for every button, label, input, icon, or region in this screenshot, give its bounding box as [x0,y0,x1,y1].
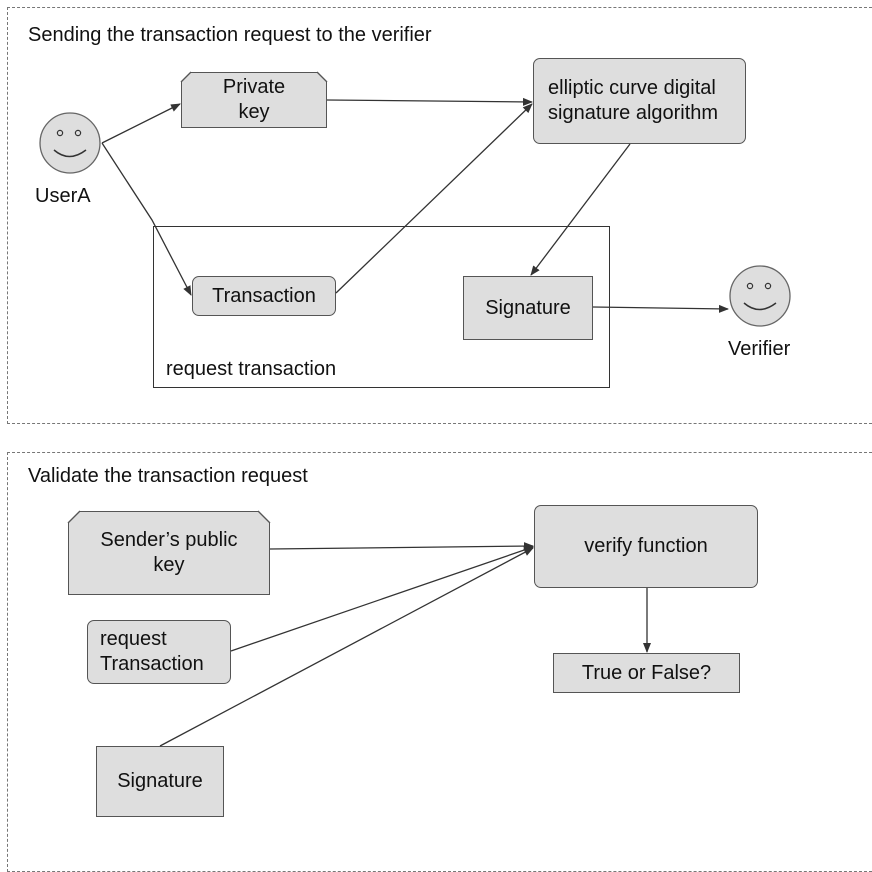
ecdsa-line2: signature algorithm [548,102,719,124]
transaction-label: Transaction [212,284,316,307]
user-a-label: UserA [35,185,91,207]
public-key-line2: key [153,554,185,576]
arrow-ecdsa-to-signature [530,143,631,276]
public-key-notches [67,510,271,524]
verifier-smiley-icon [729,265,791,327]
user-a-smiley-icon [39,112,101,174]
request-transaction-label: request transaction [166,358,337,380]
ecdsa-box: elliptic curve digital signature algorith… [533,58,746,144]
private-key-line2: key [238,101,270,123]
arrow-public-key-to-verify [269,542,534,551]
transaction-box: Transaction [192,276,336,316]
private-key-box: Private key [181,72,327,128]
arrow-private-key-to-ecdsa [326,97,533,106]
public-key-line1: Sender’s public [100,529,238,551]
arrow-transaction-to-ecdsa [335,103,533,294]
arrow-signature-to-verifier [592,304,729,313]
verify-function-label: verify function [584,535,708,557]
signature-box-top: Signature [463,276,593,340]
validate-title: Validate the transaction request [28,465,308,487]
public-key-box: Sender’s public key [68,511,270,595]
result-label: True or False? [581,661,712,684]
arrow-request-to-verify [230,546,534,652]
ecdsa-line1: elliptic curve digital [548,77,716,99]
verify-function-box: verify function [534,505,758,588]
request-line2: Transaction [100,653,204,675]
verifier-label: Verifier [728,338,791,360]
signature-label-bottom: Signature [117,770,203,792]
result-box: True or False? [553,653,740,693]
arrow-user-to-transaction [101,142,192,296]
signature-label-top: Signature [485,296,571,319]
sending-panel [7,7,872,424]
private-key-line1: Private [222,76,286,98]
signature-box-bottom: Signature [96,746,224,817]
arrow-user-to-private-key [101,103,181,144]
request-line1: request [100,628,167,650]
sending-title: Sending the transaction request to the v… [28,24,432,46]
private-key-notches [180,71,328,83]
arrow-signature-to-verify [159,547,534,747]
